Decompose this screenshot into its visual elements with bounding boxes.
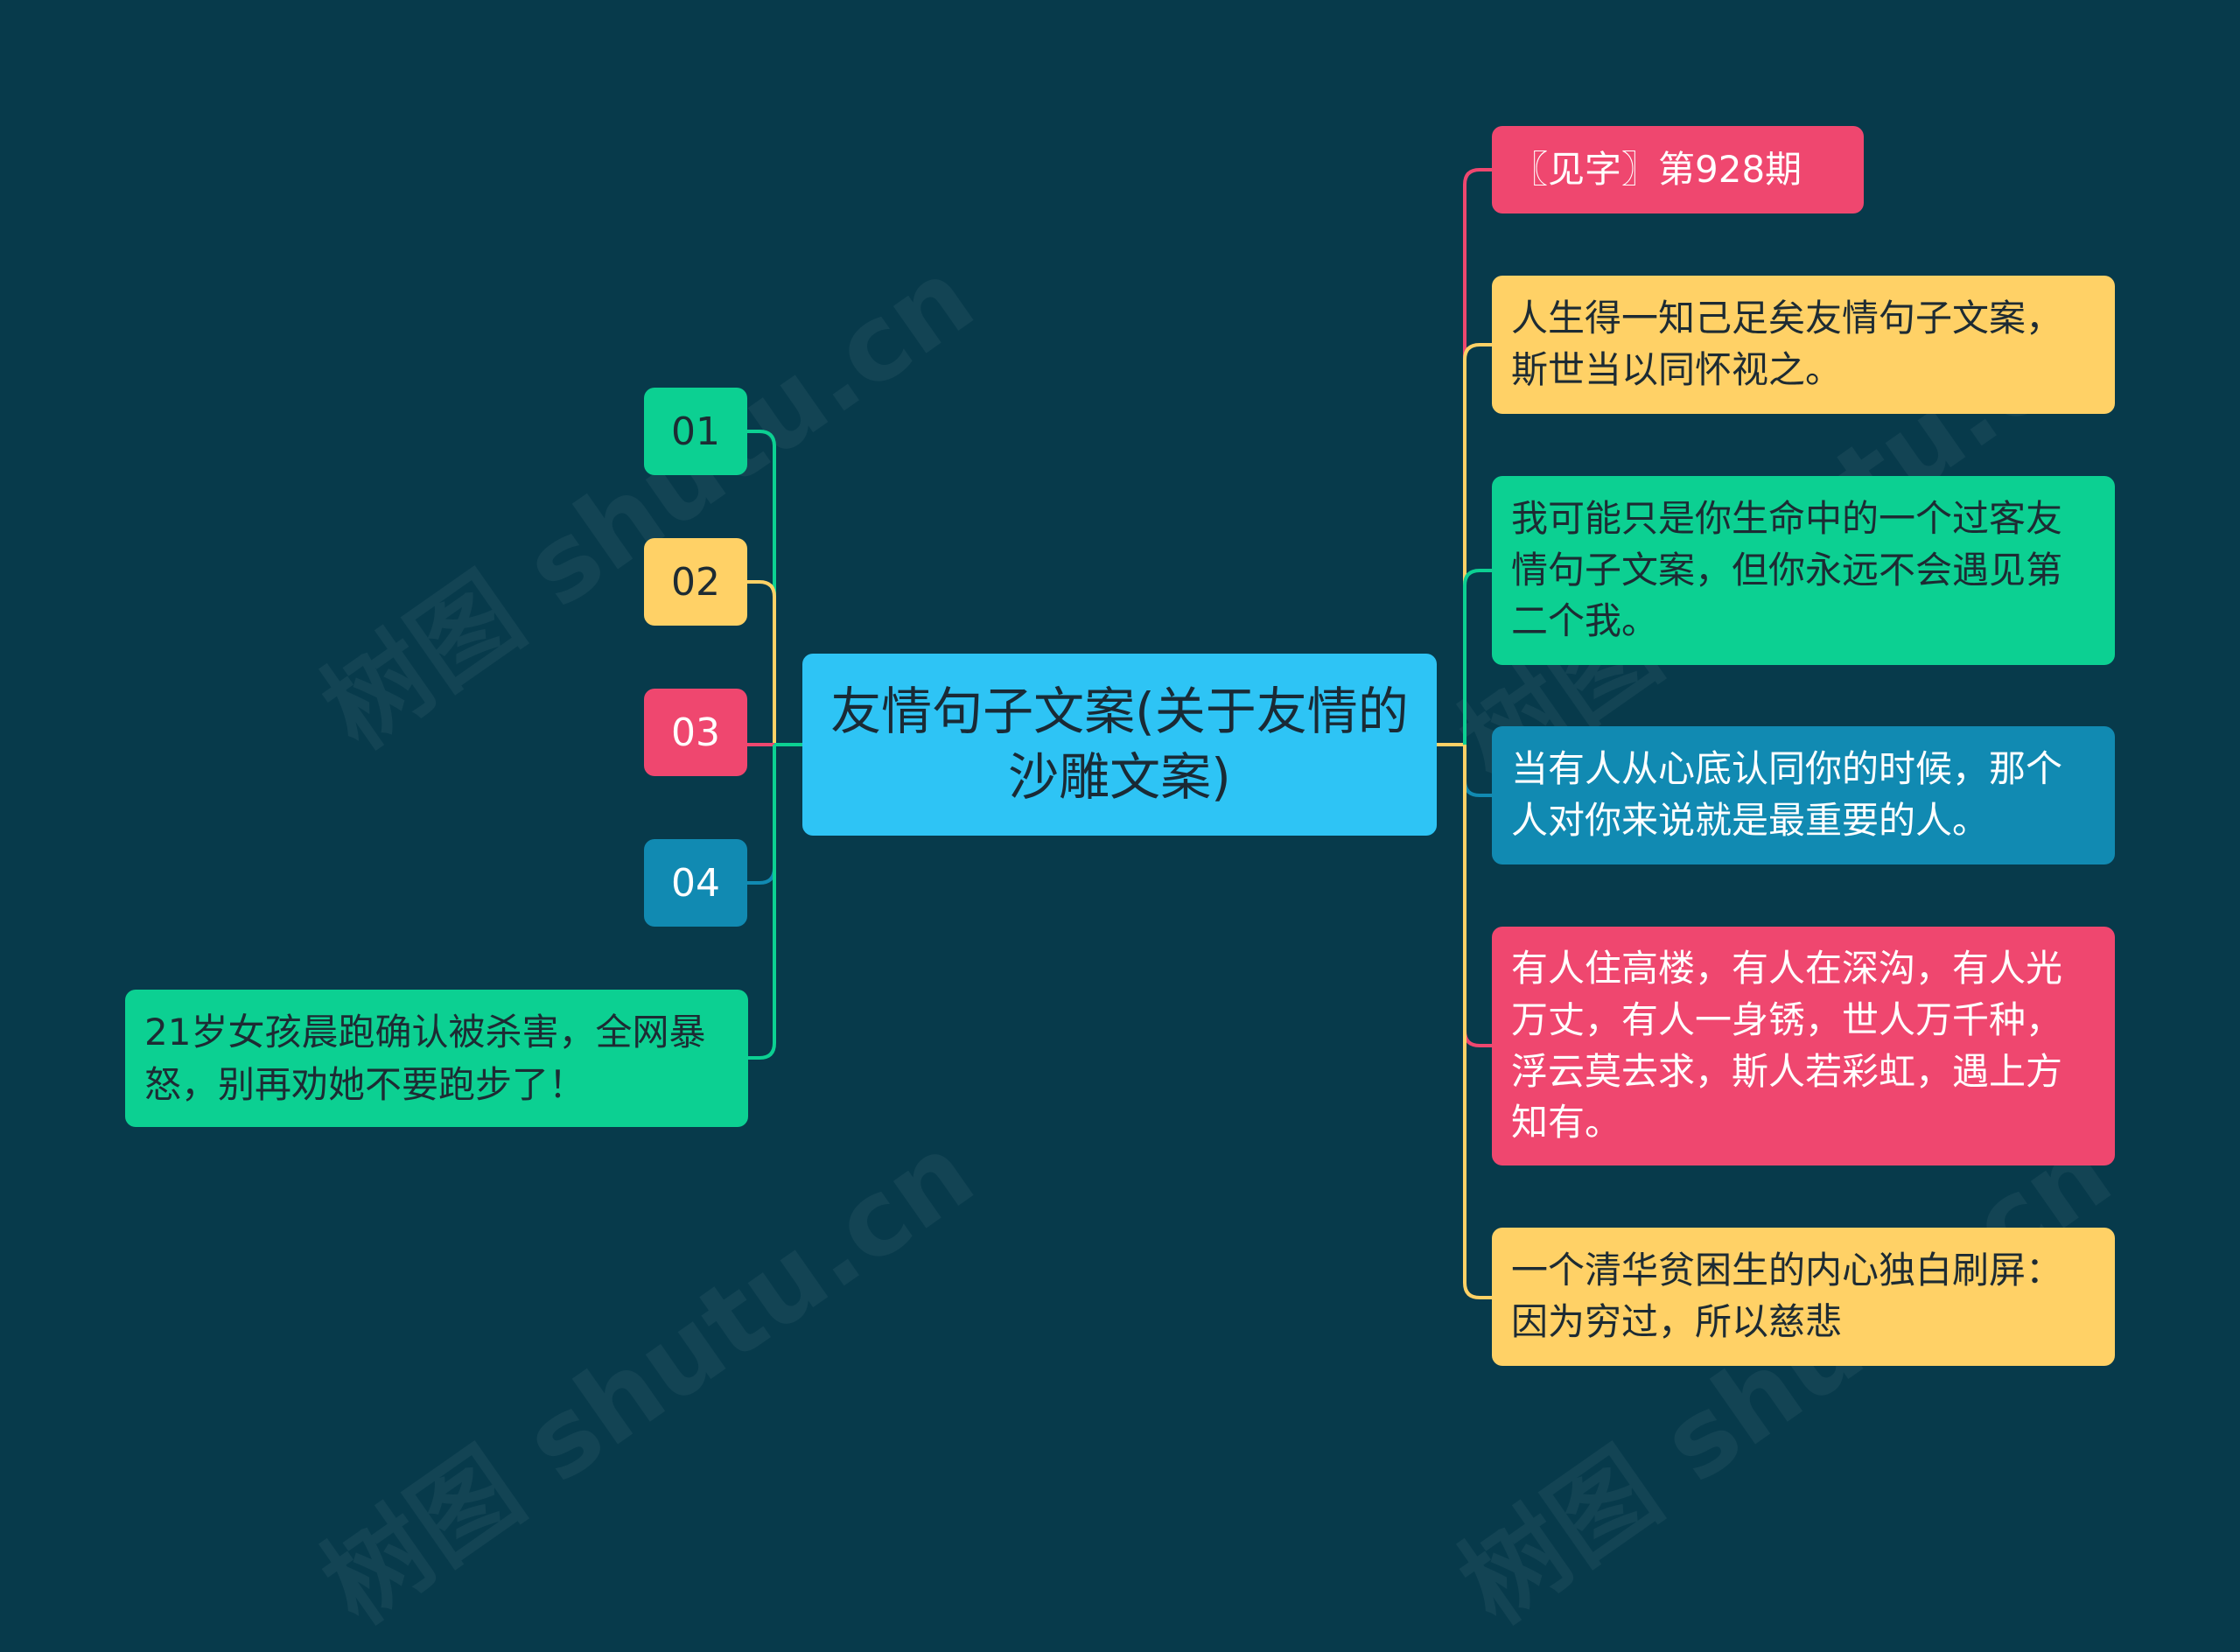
connector-r3 xyxy=(1463,569,1492,745)
connector-lines xyxy=(747,168,1492,1299)
central-topic-label: 友情句子文案(关于友情的沙雕文案) xyxy=(830,681,1409,807)
branch-node-quote-1[interactable]: 人生得一知己足矣友情句子文案，斯世当以同怀视之。 xyxy=(1492,276,2115,414)
branch-node-label: 一个清华贫困生的内心独白刷屏：因为穷过，所以慈悲 xyxy=(1511,1249,2063,1343)
mind-map-canvas: 树图 shutu.cn 树图 shutu.cn 树图 shutu.cn 树图 s… xyxy=(125,126,2132,1648)
branch-node-label: 〖见字〗第928期 xyxy=(1511,147,1802,191)
connector-r1 xyxy=(1463,168,1492,745)
branch-node-quote-3[interactable]: 当有人从心底认同你的时候，那个人对你来说就是最重要的人。 xyxy=(1492,726,2115,864)
connector-r4 xyxy=(1463,745,1492,797)
branch-node-label: 当有人从心底认同你的时候，那个人对你来说就是最重要的人。 xyxy=(1511,747,2063,842)
branch-node-label: 我可能只是你生命中的一个过客友情句子文案，但你永远不会遇见第二个我。 xyxy=(1511,496,2063,643)
connector-left-leaf xyxy=(748,745,776,1060)
branch-node-quote-4[interactable]: 有人住高楼，有人在深沟，有人光万丈，有人一身锈，世人万千种，浮云莫去求，斯人若彩… xyxy=(1492,927,2115,1166)
central-topic[interactable]: 友情句子文案(关于友情的沙雕文案) xyxy=(802,654,1437,836)
connector-04 xyxy=(747,745,776,885)
branch-node-label: 02 xyxy=(671,559,720,605)
branch-node-04[interactable]: 04 xyxy=(644,839,747,927)
branch-node-label: 人生得一知己足矣友情句子文案，斯世当以同怀视之。 xyxy=(1511,297,2063,391)
branch-node-quote-2[interactable]: 我可能只是你生命中的一个过客友情句子文案，但你永远不会遇见第二个我。 xyxy=(1492,476,2115,665)
branch-node-label: 03 xyxy=(671,710,720,755)
branch-node-01[interactable]: 01 xyxy=(644,388,747,475)
branch-node-quote-5[interactable]: 一个清华贫困生的内心独白刷屏：因为穷过，所以慈悲 xyxy=(1492,1228,2115,1366)
connector-r2 xyxy=(1463,343,1492,745)
branch-node-02[interactable]: 02 xyxy=(644,538,747,626)
branch-node-03[interactable]: 03 xyxy=(644,689,747,776)
branch-node-label: 21岁女孩晨跑确认被杀害，全网暴怒，别再劝她不要跑步了！ xyxy=(144,1010,706,1106)
branch-node-label: 有人住高楼，有人在深沟，有人光万丈，有人一身锈，世人万千种，浮云莫去求，斯人若彩… xyxy=(1511,946,2063,1144)
connector-r6 xyxy=(1463,745,1492,1299)
branch-node-label: 01 xyxy=(671,409,720,454)
connector-02 xyxy=(747,580,776,745)
branch-node-article[interactable]: 21岁女孩晨跑确认被杀害，全网暴怒，别再劝她不要跑步了！ xyxy=(125,990,748,1127)
branch-node-issue[interactable]: 〖见字〗第928期 xyxy=(1492,126,1864,214)
branch-node-label: 04 xyxy=(671,860,720,906)
